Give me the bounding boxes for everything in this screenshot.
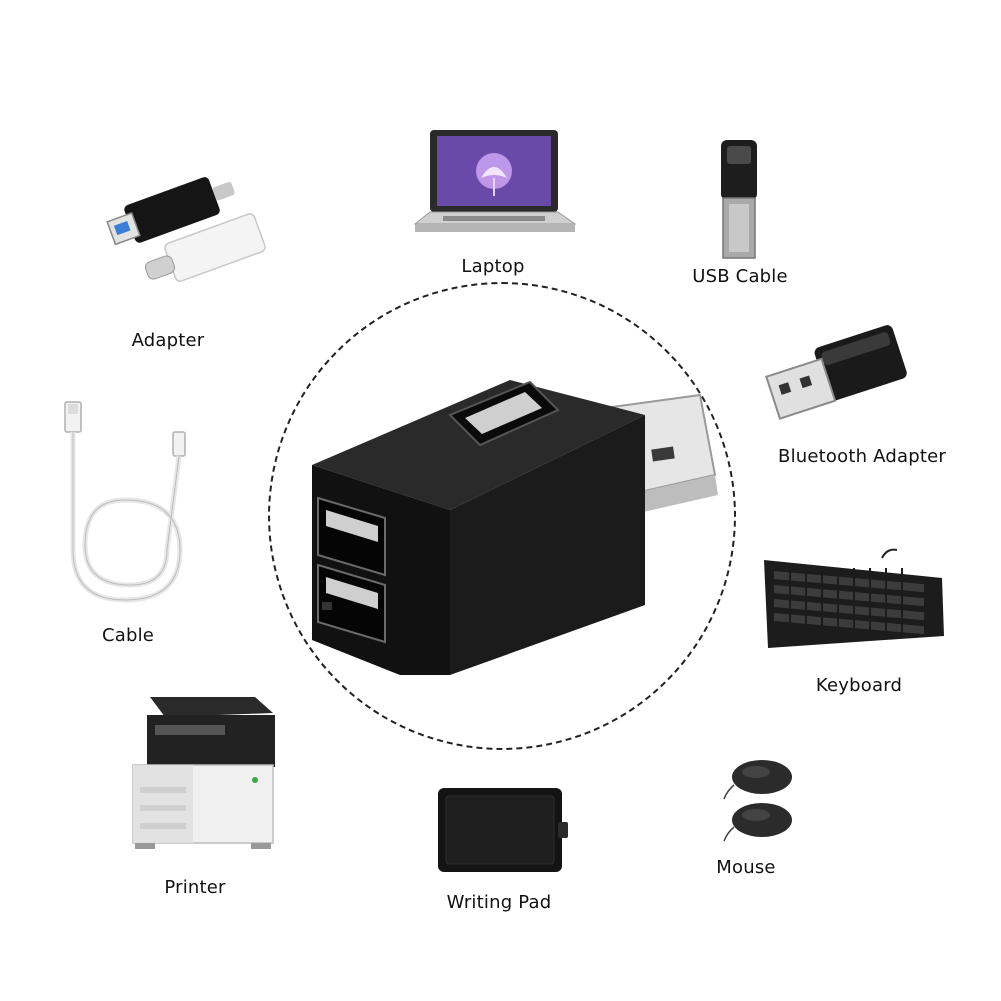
printer-icon (125, 695, 280, 855)
laptop-icon (413, 128, 577, 248)
hub-dashed-circle (268, 282, 736, 750)
bluetooth-dongle-icon (765, 322, 915, 432)
cable-label: Cable (101, 625, 155, 646)
usb-cable-icon (55, 400, 195, 605)
keyboard-label: Keyboard (815, 675, 903, 696)
usb-hub-icon (300, 370, 730, 690)
writing-pad-label: Writing Pad (446, 892, 552, 913)
laptop-label: Laptop (461, 256, 525, 277)
printer-label: Printer (164, 877, 226, 898)
otg-adapter-icon (106, 160, 266, 300)
mouse-icon (722, 755, 797, 845)
usb-cable-label: USB Cable (692, 266, 788, 287)
adapter-label: Adapter (131, 330, 205, 351)
keyboard-icon (762, 548, 947, 653)
bluetooth-adapter-label: Bluetooth Adapter (778, 446, 946, 467)
usb-flash-drive-icon (715, 138, 765, 260)
mouse-label: Mouse (716, 857, 776, 878)
drawing-tablet-icon (438, 788, 570, 872)
